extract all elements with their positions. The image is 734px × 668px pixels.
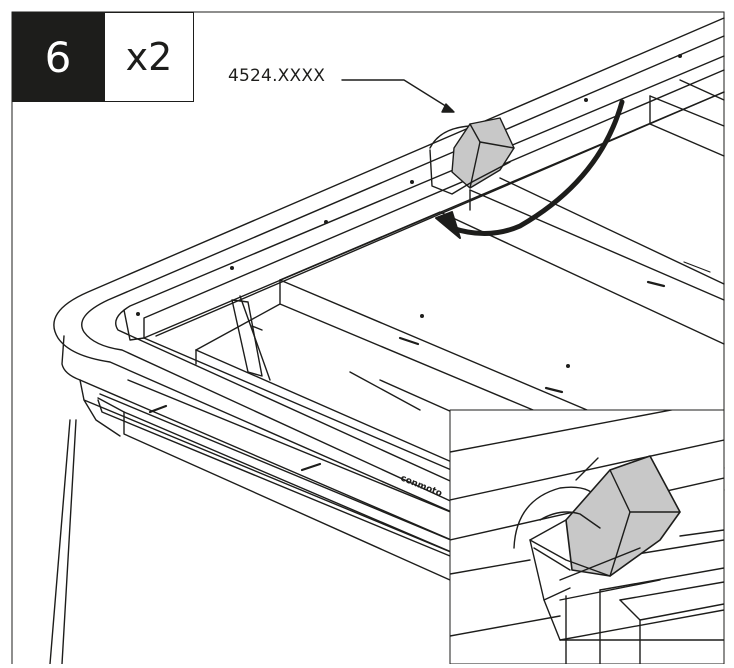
step-number: 6: [12, 12, 104, 102]
brand-mark: conmoto: [399, 474, 444, 500]
front-panel: [97, 399, 451, 581]
rotation-arrow: [435, 99, 625, 239]
quantity-badge: x2: [104, 12, 194, 102]
slot-marks: [148, 261, 711, 472]
detail-inset: [449, 409, 725, 665]
corner-bracket: [429, 117, 515, 195]
table-rim: [53, 17, 725, 561]
table-legs: [49, 399, 121, 665]
callout-leader: [341, 79, 455, 113]
cross-beams: [195, 79, 725, 491]
leg-brace: [231, 295, 271, 381]
part-code-label: 4524.XXXX: [228, 66, 326, 86]
